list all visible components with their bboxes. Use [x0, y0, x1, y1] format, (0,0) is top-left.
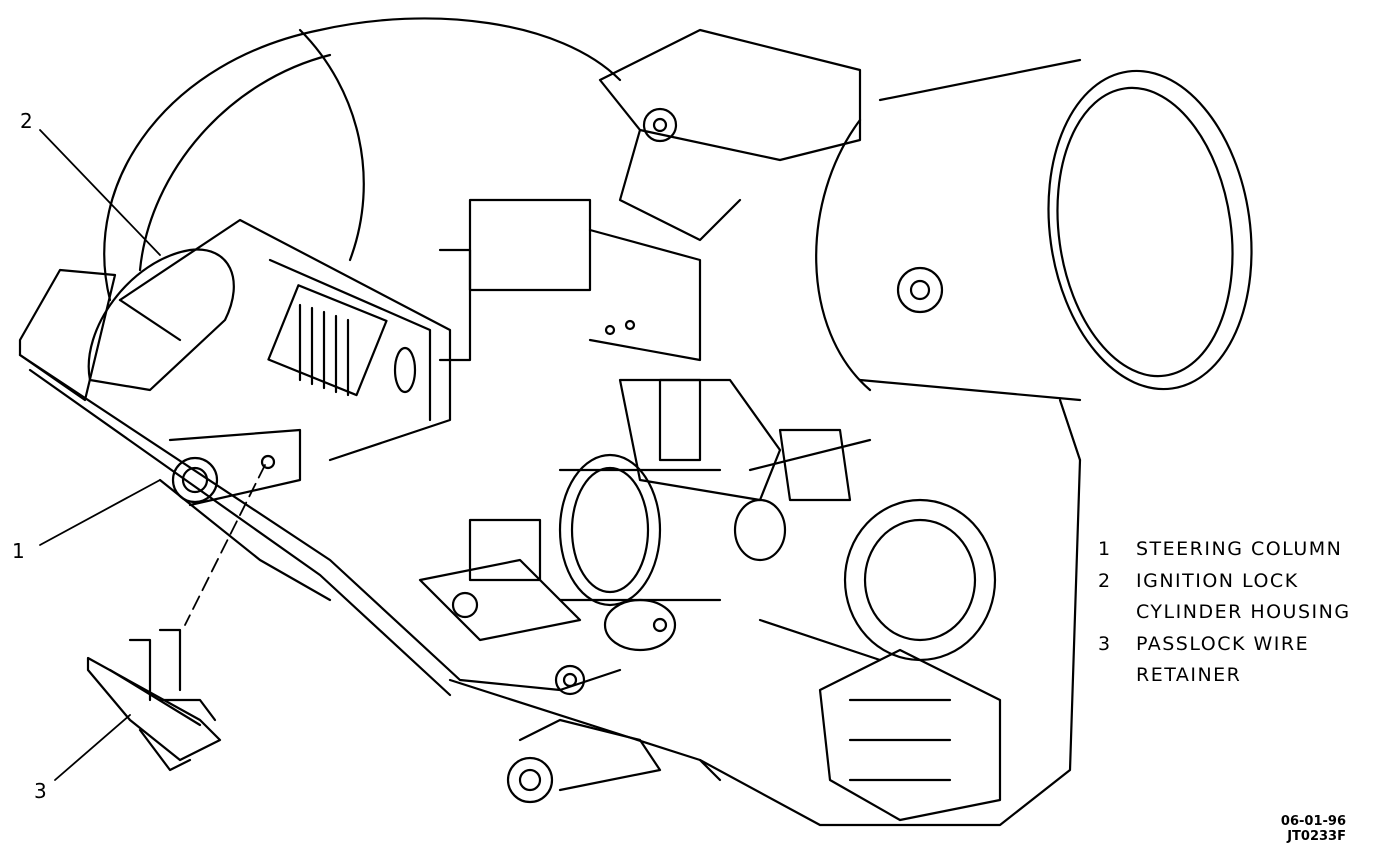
- legend-label: PASSLOCK WIRE: [1136, 632, 1310, 655]
- leader-line-2: [39, 129, 161, 256]
- passlock-wire-retainer: [86, 628, 222, 772]
- legend-label: STEERING COLUMN: [1136, 538, 1343, 560]
- legend-item-1: 1 STEERING COLUMN: [1098, 534, 1351, 566]
- ignition-lock-cylinder-housing: [87, 218, 452, 507]
- legend: 1 STEERING COLUMN 2 IGNITION LOCK CYLIND…: [1098, 534, 1351, 692]
- legend-item-2: 2 IGNITION LOCK CYLINDER HOUSING: [1098, 566, 1351, 629]
- legend-label: IGNITION LOCK: [1136, 569, 1299, 592]
- leader-line-3: [54, 714, 131, 781]
- legend-number: 3: [1098, 632, 1112, 655]
- steering-column: [18, 17, 1253, 827]
- legend-label-continued: RETAINER: [1136, 664, 1242, 686]
- legend-number: 2: [1098, 569, 1112, 592]
- drawing-stamp: 06-01-96 JT0233F: [1281, 814, 1346, 844]
- callout-1: 1: [12, 539, 25, 563]
- callout-3: 3: [34, 779, 47, 803]
- legend-label-continued: CYLINDER HOUSING: [1136, 601, 1351, 623]
- legend-item-3: 3 PASSLOCK WIRE RETAINER: [1098, 629, 1351, 692]
- drawing-code: JT0233F: [1287, 829, 1346, 844]
- leader-line-1: [39, 479, 161, 546]
- assembly-dashed-line: [184, 464, 266, 626]
- callout-2: 2: [20, 109, 33, 133]
- legend-number: 1: [1098, 538, 1112, 560]
- drawing-date: 06-01-96: [1280, 814, 1346, 829]
